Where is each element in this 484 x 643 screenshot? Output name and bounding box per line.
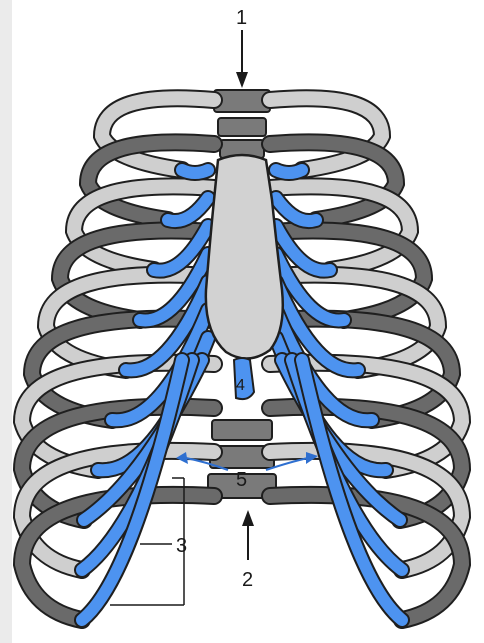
label-2: 2 (242, 569, 253, 591)
vertebra (212, 420, 272, 440)
background-bleed-through (0, 0, 12, 643)
cartilage (276, 170, 302, 173)
arrow-up-icon (242, 510, 254, 560)
label-5: 5 (236, 469, 247, 491)
arrow-down-icon (236, 30, 248, 88)
cartilage (182, 170, 208, 173)
label-3: 3 (176, 535, 187, 557)
label-4: 4 (236, 377, 245, 394)
vertebra (218, 118, 266, 136)
label-1: 1 (236, 7, 247, 29)
